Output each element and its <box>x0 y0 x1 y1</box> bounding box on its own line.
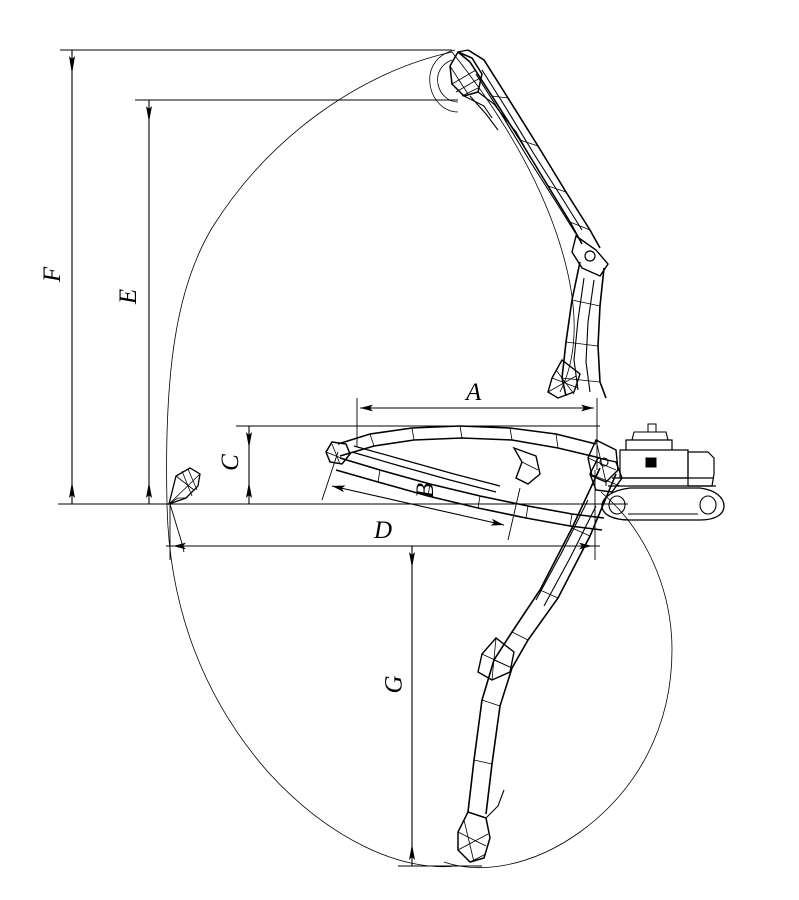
bucket-top-pivot-arc <box>429 49 459 113</box>
arm-h-lseg4 <box>525 505 529 519</box>
dim-arrow-C-bottom <box>246 482 252 498</box>
house-cab-roof <box>631 431 669 441</box>
boom-h-seg4 <box>509 427 513 441</box>
boom-h-linkage-knuckle <box>512 446 541 485</box>
b-left-extension-line <box>321 451 339 501</box>
boom-h-upper-bot <box>339 437 601 459</box>
dimension-label-E: E <box>115 288 143 305</box>
deep-arm-knee <box>477 637 515 681</box>
dim-arrow-E-top <box>146 106 152 122</box>
arm-cylinder-raised-2 <box>585 279 595 393</box>
boom-h-seg5 <box>555 433 559 449</box>
boom-lower-seg3 <box>561 377 601 383</box>
bucket-raised-cyl <box>499 111 525 147</box>
boom-upper-seg2 <box>519 139 539 147</box>
arm-h-lower-top <box>339 457 605 519</box>
track-idler-rear <box>699 495 717 515</box>
dimension-label-F: F <box>39 266 67 283</box>
counterweight-block <box>687 451 715 487</box>
boom-upper-outer <box>457 51 583 245</box>
boom-raised-cylinder <box>475 73 577 235</box>
dim-arrow-G-top <box>409 552 415 568</box>
bucket-deep-linkage <box>485 789 505 819</box>
dim-arrow-F-bottom <box>69 482 75 498</box>
dim-arrow-G-bottom <box>409 844 415 860</box>
dimension-label-D: D <box>374 517 393 544</box>
boom-upper-seg3 <box>547 185 567 193</box>
dim-arrow-E-bottom <box>146 482 152 498</box>
boom-base-cluster <box>547 358 581 399</box>
deep-arm-inner <box>485 473 617 815</box>
track-idler-front <box>608 495 626 515</box>
dim-line-B <box>331 485 505 526</box>
dim-arrow-C-top <box>246 432 252 448</box>
dimension-lines <box>69 50 594 866</box>
machine-house <box>601 423 725 521</box>
arm-deep-dig-assembly <box>457 457 623 863</box>
dim-arrow-F-top <box>69 56 75 74</box>
deep-seg2 <box>539 589 559 599</box>
boom-h-pivot-pin <box>599 457 609 467</box>
boom-h-seg3 <box>459 425 463 439</box>
bucket-raised-top <box>449 51 493 119</box>
boom-upper-seg1 <box>491 95 509 99</box>
envelope-arcs <box>166 49 673 869</box>
b-right-extension-line <box>507 487 521 541</box>
dimension-label-B: B <box>412 482 440 499</box>
deep-arm-cylinder-2 <box>543 505 597 607</box>
deep-seg5 <box>481 699 501 707</box>
house-upper-deck <box>625 439 673 450</box>
boom-lower-seg1 <box>571 299 601 307</box>
dimension-label-A: A <box>466 379 482 406</box>
deep-arm-top-cluster <box>589 457 623 493</box>
reference-lines <box>58 49 628 867</box>
deep-arm-outer <box>467 467 601 813</box>
upper-working-envelope-arc <box>166 51 457 868</box>
track-outline <box>601 487 725 521</box>
boom-horizontal-assembly <box>325 425 619 531</box>
inner-swing-envelope-arc <box>451 51 575 393</box>
deep-arm-cylinder <box>535 499 589 601</box>
boom-lower-inner <box>597 267 607 399</box>
arm-cylinder-raised <box>573 277 585 391</box>
boom-raised-assembly <box>449 49 609 399</box>
boom-h-seg1 <box>369 433 375 447</box>
boom-h-seg2 <box>411 427 415 441</box>
arm-h-lseg3 <box>477 495 481 509</box>
lower-digging-envelope-arc <box>443 491 673 869</box>
bucket-ground-left <box>168 467 201 506</box>
boom-lower-seg2 <box>565 341 599 347</box>
bucket-raised-linkage-2 <box>469 95 499 131</box>
deep-seg6 <box>473 759 493 765</box>
boom-raised-cylinder-2 <box>481 69 583 231</box>
bucket-top-inner-arc <box>437 59 459 103</box>
boom-upper-cap <box>457 49 469 53</box>
dimension-label-C: C <box>216 454 244 471</box>
boom-knuckle-joint <box>571 234 609 277</box>
dimension-label-G: G <box>380 675 408 694</box>
bucket-ground-left-arm <box>169 503 185 553</box>
house-side-panel <box>645 457 657 468</box>
deep-seg1 <box>571 527 591 537</box>
boom-h-cylinder-2 <box>353 445 501 487</box>
arm-h-lseg1 <box>377 469 381 483</box>
house-exhaust <box>647 423 657 432</box>
bucket-deep-bottom <box>457 811 491 863</box>
boom-knuckle-pin <box>584 250 596 262</box>
deep-seg3 <box>511 631 529 641</box>
arm-h-lseg5 <box>569 513 573 527</box>
